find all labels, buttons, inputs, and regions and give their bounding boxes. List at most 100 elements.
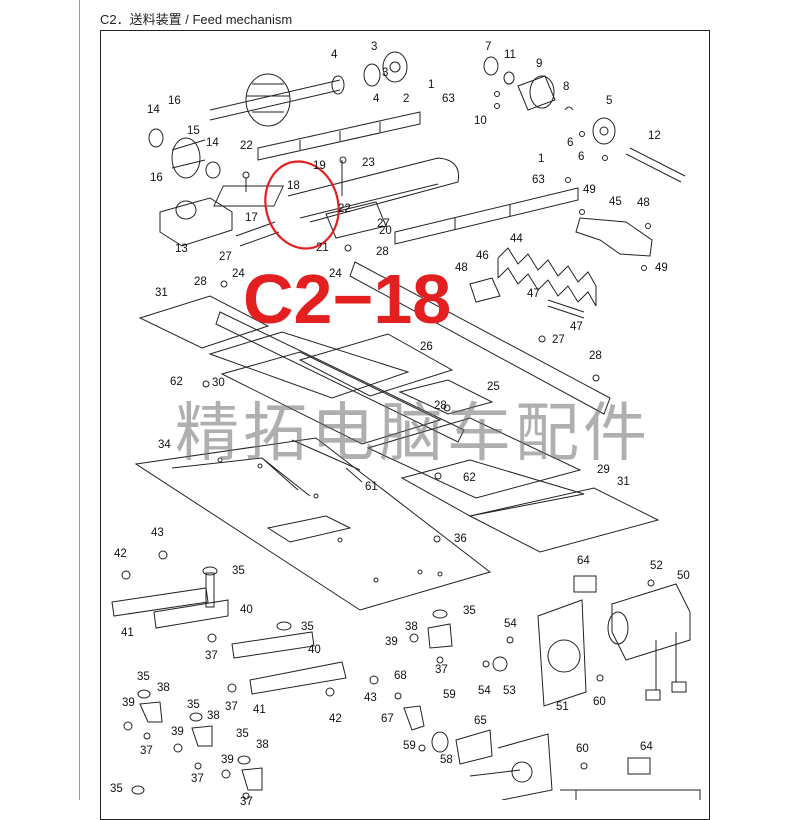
part-label-35g: 35 (110, 783, 123, 795)
part-label-49b: 49 (655, 262, 668, 274)
table-plate (134, 437, 492, 611)
part-label-7: 7 (485, 41, 492, 53)
part-label-59: 59 (443, 689, 456, 701)
part-label-47: 47 (527, 288, 540, 300)
part-label-48b: 48 (637, 197, 650, 209)
part-callout: C2−18 (243, 260, 452, 338)
long-guide-rail (215, 261, 611, 443)
part-label-1: 1 (428, 79, 435, 91)
part-label-63b: 63 (532, 174, 545, 186)
part-label-19: 19 (313, 160, 326, 172)
part-label-24: 24 (232, 268, 245, 280)
part-label-42: 42 (114, 548, 127, 560)
part-label-37f: 37 (240, 796, 253, 808)
watermark-text: 精拓电脑车配件 (175, 397, 651, 471)
part-label-49: 49 (583, 184, 596, 196)
part-label-40b: 40 (308, 644, 321, 656)
servo-motor (482, 575, 691, 707)
part-label-6b: 6 (578, 151, 585, 163)
part-label-28b: 28 (376, 246, 389, 258)
part-label-35b: 35 (301, 621, 314, 633)
part-label-21: 21 (316, 242, 329, 254)
highlight-circle (264, 160, 340, 250)
part-label-28: 28 (194, 276, 207, 288)
part-label-20: 20 (379, 225, 392, 237)
part-label-37: 37 (205, 650, 218, 662)
part-label-15: 15 (187, 125, 200, 137)
part-label-64b: 64 (640, 741, 653, 753)
part-label-59b: 59 (403, 740, 416, 752)
part-label-39b: 39 (122, 697, 135, 709)
part-label-35c: 35 (463, 605, 476, 617)
part-label-29: 29 (597, 464, 610, 476)
part-label-43: 43 (151, 527, 164, 539)
part-label-1b: 1 (538, 153, 545, 165)
part-label-37e: 37 (191, 773, 204, 785)
part-label-48: 48 (455, 262, 468, 274)
part-label-31: 31 (155, 287, 168, 299)
part-label-62: 62 (170, 376, 183, 388)
exploded-parts-diagram (111, 51, 701, 800)
part-label-27c: 27 (377, 218, 390, 230)
drive-shaft-assembly (209, 51, 408, 127)
part-label-23: 23 (362, 157, 375, 169)
part-label-34: 34 (158, 439, 171, 451)
part-label-28d: 28 (434, 400, 447, 412)
part-label-40: 40 (240, 604, 253, 616)
part-label-47b: 47 (570, 321, 583, 333)
part-label-37c: 37 (435, 664, 448, 676)
motor-bracket-small (409, 609, 453, 664)
part-label-12: 12 (648, 130, 661, 142)
part-label-31b: 31 (617, 476, 630, 488)
part-label-54: 54 (504, 618, 517, 630)
part-label-52: 52 (650, 560, 663, 572)
page-title: C2．送料装置 / Feed mechanism (100, 12, 293, 27)
part-label-35f: 35 (236, 728, 249, 740)
part-label-8: 8 (563, 81, 570, 93)
part-label-9: 9 (536, 58, 543, 70)
part-label-17: 17 (245, 212, 258, 224)
part-label-51: 51 (556, 701, 569, 713)
part-label-65: 65 (474, 715, 487, 727)
part-label-39d: 39 (221, 754, 234, 766)
part-label-54b: 54 (478, 685, 491, 697)
part-label-18: 18 (287, 180, 300, 192)
part-label-38b: 38 (157, 682, 170, 694)
part-label-27: 27 (219, 251, 232, 263)
part-label-35e: 35 (187, 699, 200, 711)
part-label-37d: 37 (140, 745, 153, 757)
part-label-4b: 4 (373, 93, 380, 105)
part-label-53: 53 (503, 685, 516, 697)
part-label-39: 39 (385, 636, 398, 648)
part-label-25: 25 (487, 381, 500, 393)
part-label-45: 45 (609, 196, 622, 208)
part-label-41: 41 (121, 627, 134, 639)
part-label-38d: 38 (256, 739, 269, 751)
bracket-assembly-left (111, 550, 229, 643)
part-label-4: 4 (331, 49, 338, 61)
part-label-35: 35 (232, 565, 245, 577)
left-gear-assembly (148, 128, 280, 247)
part-label-68: 68 (394, 670, 407, 682)
part-label-28c: 28 (589, 350, 602, 362)
part-label-16: 16 (168, 95, 181, 107)
part-label-36: 36 (454, 533, 467, 545)
part-label-46: 46 (476, 250, 489, 262)
part-label-11: 11 (504, 49, 516, 61)
part-label-37b: 37 (225, 701, 238, 713)
part-label-3b: 3 (382, 67, 389, 79)
part-label-63: 63 (442, 93, 455, 105)
part-label-13: 13 (175, 243, 188, 255)
part-label-30: 30 (212, 377, 225, 389)
part-label-62b: 62 (463, 472, 476, 484)
part-label-3: 3 (371, 41, 378, 53)
part-label-14: 14 (147, 104, 160, 116)
feed-belt-assembly (213, 156, 571, 252)
part-label-16b: 16 (150, 172, 163, 184)
part-label-39c: 39 (171, 726, 184, 738)
page-left-rule (79, 0, 80, 800)
part-label-26: 26 (420, 341, 433, 353)
part-label-60b: 60 (576, 743, 589, 755)
pulley-assembly (394, 692, 701, 800)
part-label-2: 2 (403, 93, 410, 105)
